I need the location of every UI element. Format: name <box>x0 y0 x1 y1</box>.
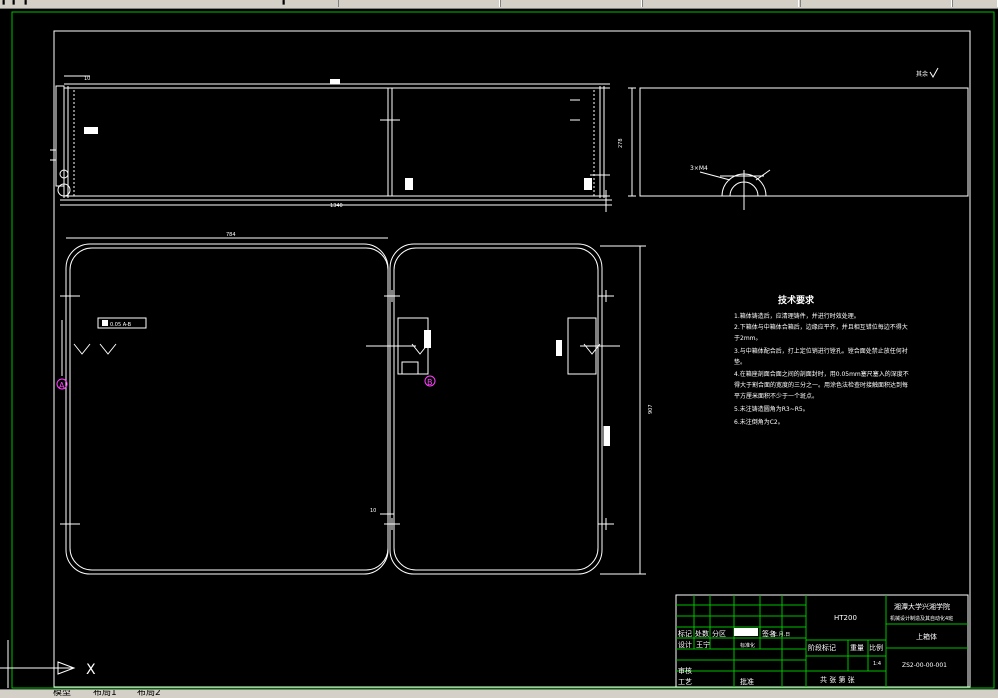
print-icon[interactable]: ▮ <box>282 0 286 6</box>
dimension-block <box>405 178 413 190</box>
new-icon[interactable]: ▮ <box>2 0 6 6</box>
svg-text:阶段标记: 阶段标记 <box>808 643 836 652</box>
dimension-block <box>584 178 592 190</box>
title-block-text: 标记 处数 分区 签名 年.月.日 设计 王宁 标准化 阶段标记 重量 比例 1… <box>678 602 953 686</box>
datum-b-label: B <box>427 378 433 387</box>
tab-3[interactable] <box>642 0 799 7</box>
svg-text:标记: 标记 <box>678 629 692 638</box>
dim-label: 10 <box>84 76 90 82</box>
tech-line: 1.箱体铸造后，应清理铸件，并进行时效处理。 <box>734 312 860 320</box>
layout-tab-bar: 模型 布局1 布局2 <box>0 689 998 698</box>
svg-text:审核: 审核 <box>678 666 692 675</box>
tech-line: 3.与中箱体配合后，打上定位销进行镗孔。镗合面处禁止放任何衬 <box>734 347 908 355</box>
tech-line: 平方厘米面积不少于一个斑点。 <box>734 392 818 400</box>
svg-text:HT200: HT200 <box>834 614 857 622</box>
open-icon[interactable]: ▮ <box>12 0 16 6</box>
title-block <box>675 594 969 688</box>
sheet-border <box>11 11 995 689</box>
svg-text:机械设计制造及其自动化4班: 机械设计制造及其自动化4班 <box>890 615 953 622</box>
datum-a-label: A <box>59 381 65 390</box>
side-view <box>628 87 969 210</box>
tab-model[interactable]: 模型 <box>53 689 72 698</box>
dim-label: 1340 <box>330 203 343 209</box>
dimension-block <box>556 340 562 356</box>
tab-4[interactable] <box>800 0 952 7</box>
sign-fill <box>734 628 758 636</box>
svg-text:共 张 第 张: 共 张 第 张 <box>820 675 855 684</box>
svg-text:年.月.日: 年.月.日 <box>772 631 790 638</box>
surface-mark: 其余 <box>916 70 928 78</box>
title-bar: ▮ ▮ ▮ ▮ <box>0 0 998 9</box>
svg-text:1:4: 1:4 <box>873 661 881 667</box>
svg-text:重量: 重量 <box>850 644 864 652</box>
svg-text:标准化: 标准化 <box>740 642 755 649</box>
tab-layout2[interactable]: 布局2 <box>137 689 161 698</box>
svg-text:设计: 设计 <box>678 640 692 649</box>
tech-line: 垫。 <box>734 358 746 366</box>
dimension-block <box>604 426 610 446</box>
tab-layout1[interactable]: 布局1 <box>93 689 117 698</box>
tolerance-frame <box>97 317 147 329</box>
plan-view <box>60 237 646 575</box>
roughness-icon <box>929 67 939 78</box>
tolerance-text: 0.05 A-B <box>110 322 132 328</box>
svg-text:处数: 处数 <box>695 629 709 638</box>
svg-text:ZS2-00-00-001: ZS2-00-00-001 <box>902 662 947 669</box>
svg-text:批准: 批准 <box>740 677 754 686</box>
tech-line: 于2mm。 <box>734 335 762 342</box>
drawing-canvas[interactable]: 10 1340 278 3×M4 其余 <box>0 8 998 689</box>
drawing-frame <box>53 30 971 688</box>
hole-label: 3×M4 <box>690 165 708 172</box>
svg-text:上箱体: 上箱体 <box>916 632 937 641</box>
datum-a-marker <box>56 378 68 390</box>
ucs-x-label: X <box>86 662 96 678</box>
dimension-block <box>84 127 98 134</box>
dim-label: 10 <box>370 508 376 514</box>
front-view <box>50 75 612 212</box>
save-icon[interactable]: ▮ <box>24 0 28 6</box>
dim-label: 278 <box>618 138 624 148</box>
svg-text:王宁: 王宁 <box>696 640 710 649</box>
tech-line: 6.未注倒角为C2。 <box>734 418 784 426</box>
tech-notes: 1.箱体铸造后，应清理铸件，并进行时效处理。 2.下箱体与中箱体合箱后，边缘应平… <box>734 312 909 426</box>
ucs-icon <box>0 640 76 688</box>
tab-2[interactable] <box>500 0 642 7</box>
tech-line: 5.未注铸造圆角为R3~R5。 <box>734 405 809 413</box>
tech-line: 4.在箱座剖面合面之间的剖面封时，用0.05mm塞尺塞入的深度不 <box>734 370 909 378</box>
svg-text:签名: 签名 <box>762 629 776 638</box>
dimension-block <box>330 79 340 84</box>
dim-label: 784 <box>226 232 236 238</box>
dimension-block <box>424 330 431 348</box>
tab-5[interactable] <box>952 0 998 7</box>
dim-label: 907 <box>648 404 654 414</box>
tech-line: 2.下箱体与中箱体合箱后，边缘应平齐，并且相互错位每边不得大 <box>734 323 908 331</box>
svg-text:湘潭大学兴湘学院: 湘潭大学兴湘学院 <box>894 602 950 611</box>
svg-text:分区: 分区 <box>712 629 726 638</box>
tab-1[interactable] <box>338 0 500 7</box>
datum-b-marker <box>424 375 436 387</box>
svg-text:比例: 比例 <box>869 643 883 652</box>
svg-text:工艺: 工艺 <box>678 678 692 686</box>
tolerance-symbol <box>102 320 108 326</box>
tech-title: 技术要求 <box>778 294 815 306</box>
tech-line: 得大于割合面的宽度的三分之一。用涂色法检查时接触面积达到每 <box>734 381 908 389</box>
